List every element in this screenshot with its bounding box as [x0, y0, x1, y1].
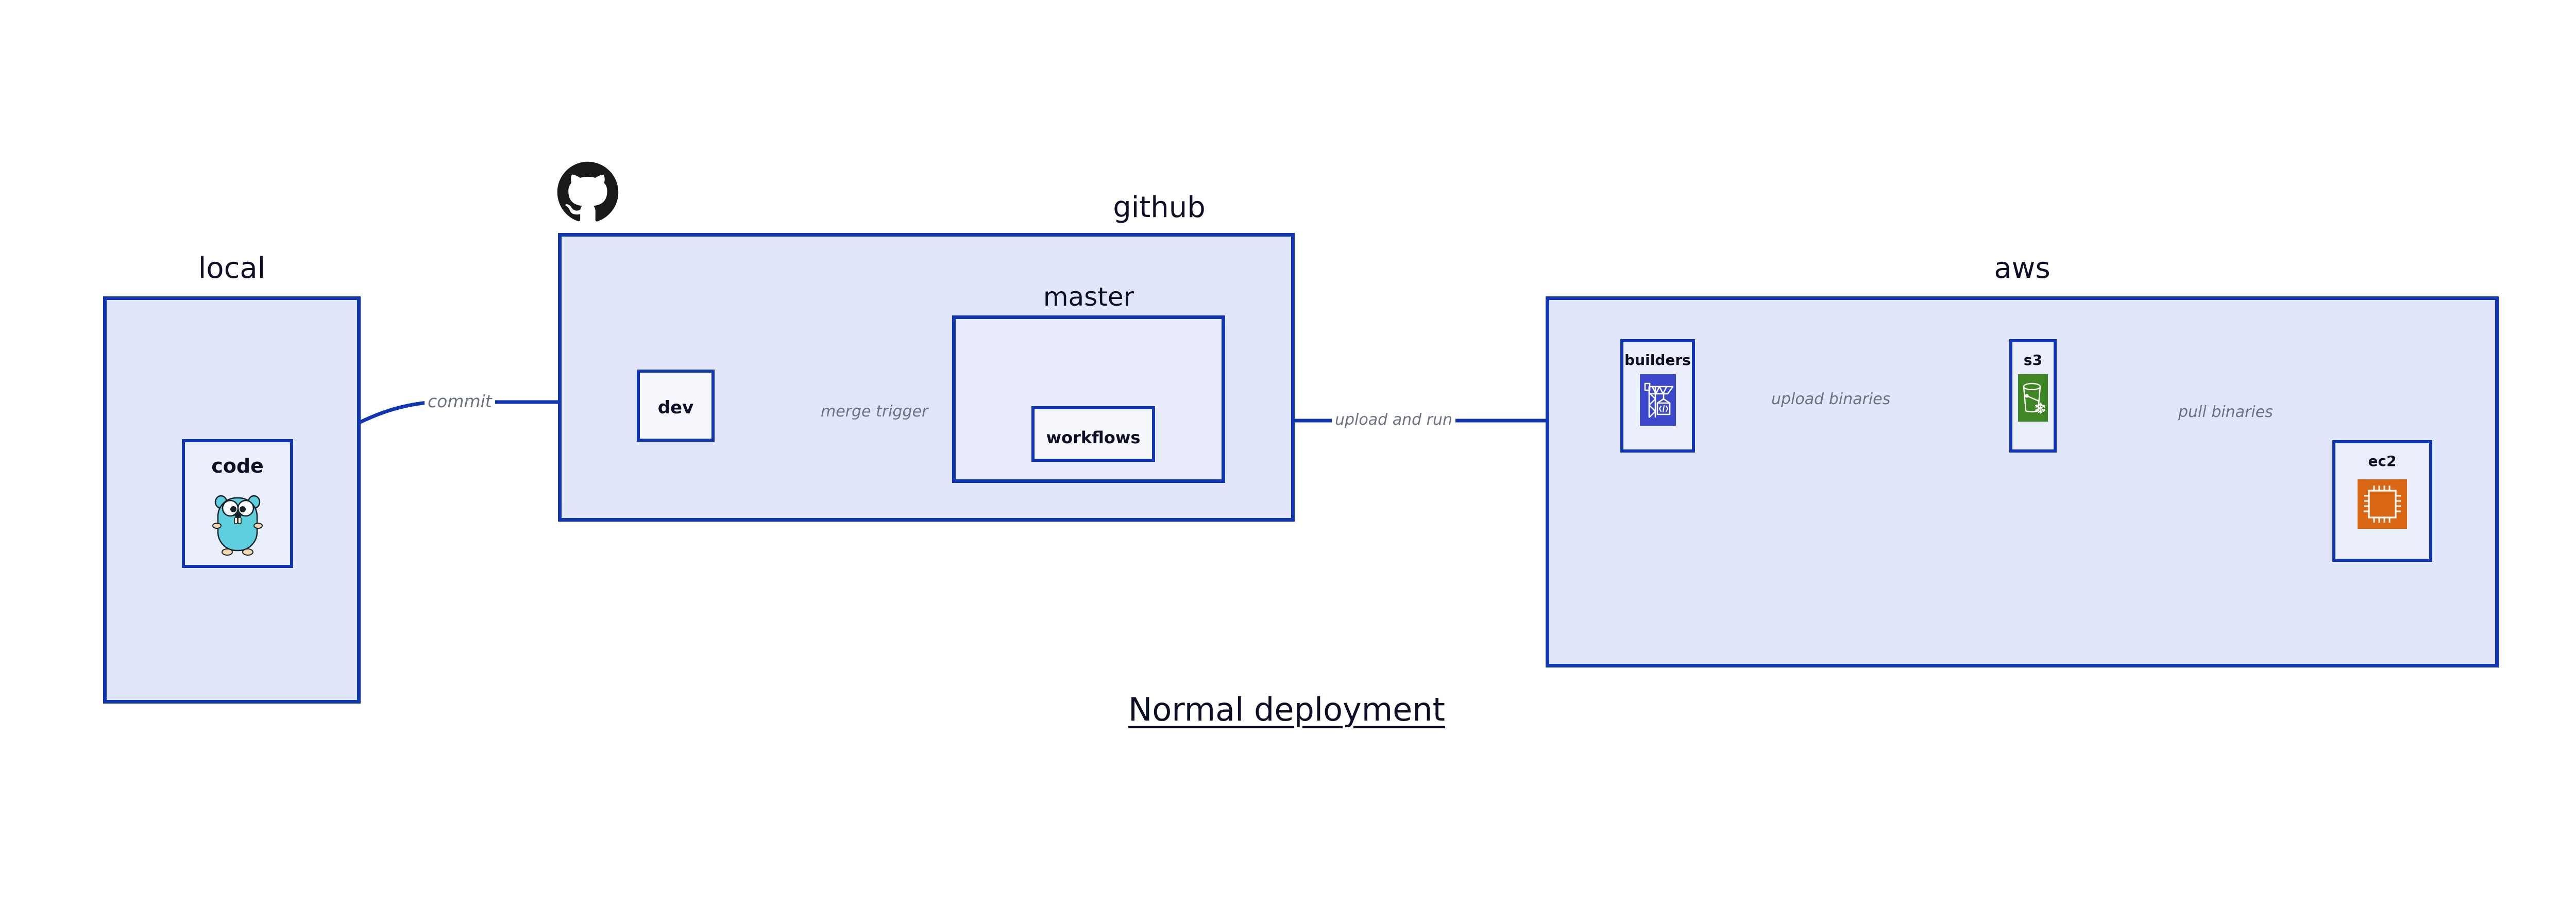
go-gopher-icon	[207, 487, 268, 559]
diagram-title: Normal deployment	[1128, 691, 1445, 728]
subgroup-master[interactable]: workflows	[952, 315, 1225, 483]
node-code[interactable]: code	[182, 439, 293, 568]
node-dev[interactable]: dev	[637, 370, 715, 442]
node-builders[interactable]: builders	[1620, 339, 1695, 453]
node-label-ec2: ec2	[2368, 453, 2397, 470]
node-s3[interactable]: s3	[2009, 339, 2057, 453]
edge-label-merge-trigger: merge trigger	[818, 404, 931, 420]
group-label-github: github	[1113, 191, 1206, 224]
node-label-dev: dev	[657, 397, 694, 418]
group-github[interactable]: dev master workflows	[558, 233, 1295, 522]
group-aws[interactable]: builders	[1546, 296, 2499, 667]
group-label-aws: aws	[1994, 252, 2050, 285]
github-octocat-icon	[555, 160, 620, 225]
node-label-workflows: workflows	[1046, 428, 1141, 447]
aws-ec2-chip-icon	[2358, 479, 2407, 529]
aws-s3-glacier-bucket-icon	[2018, 374, 2048, 422]
group-label-local: local	[198, 252, 266, 285]
edge-label-upload-binaries: upload binaries	[1767, 392, 1895, 407]
subgroup-label-master: master	[1043, 282, 1134, 312]
aws-codebuild-crane-icon	[1639, 374, 1676, 426]
node-label-builders: builders	[1624, 352, 1691, 369]
edge-label-upload-and-run: upload and run	[1332, 412, 1456, 428]
node-label-s3: s3	[2023, 352, 2043, 369]
group-local[interactable]: code	[103, 296, 361, 704]
node-label-code: code	[211, 455, 264, 477]
node-ec2[interactable]: ec2	[2332, 440, 2432, 562]
node-workflows[interactable]: workflows	[1031, 406, 1155, 462]
edge-label-commit: commit	[425, 393, 495, 410]
edge-label-pull-binaries: pull binaries	[2174, 405, 2277, 420]
